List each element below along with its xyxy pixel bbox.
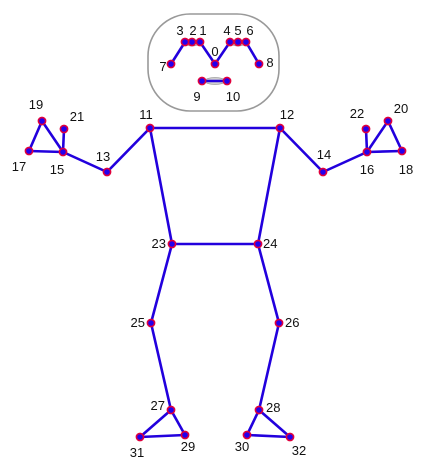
joint-26: [274, 318, 284, 328]
landmark-label-6: 6: [246, 23, 253, 38]
landmark-label-7: 7: [159, 59, 166, 74]
bone-11-23: [148, 126, 174, 246]
bone-29-31: [138, 433, 187, 439]
bone-25-27: [149, 321, 173, 412]
landmark-label-3: 3: [176, 23, 183, 38]
landmark-label-14: 14: [317, 147, 331, 162]
landmark-label-28: 28: [266, 400, 280, 415]
landmark-label-19: 19: [29, 97, 43, 112]
joint-30: [242, 430, 252, 440]
joint-14: [318, 167, 328, 177]
landmark-label-21: 21: [70, 109, 84, 124]
joint-27: [166, 405, 176, 415]
landmark-joints: [24, 37, 407, 442]
landmark-label-27: 27: [151, 398, 165, 413]
joint-7: [166, 59, 176, 69]
joint-17: [24, 146, 34, 156]
skeleton-connections: [27, 40, 404, 439]
bone-24-26: [256, 242, 281, 325]
landmark-label-25: 25: [131, 315, 145, 330]
bone-14-16: [321, 150, 369, 174]
landmark-label-32: 32: [292, 443, 306, 458]
bone-28-32: [257, 408, 292, 439]
joint-0: [210, 59, 220, 69]
joint-29: [180, 430, 190, 440]
landmark-label-31: 31: [130, 445, 144, 460]
joint-20: [383, 116, 393, 126]
joint-19: [37, 116, 47, 126]
landmark-label-30: 30: [235, 439, 249, 454]
joint-31: [135, 432, 145, 442]
bone-0-4: [213, 40, 232, 66]
joint-16: [362, 147, 372, 157]
bone-16-18: [365, 149, 404, 154]
joint-10: [222, 76, 232, 86]
landmark-label-10: 10: [226, 89, 240, 104]
bone-16-20: [365, 119, 390, 154]
joint-3: [180, 37, 190, 47]
bone-13-15: [61, 150, 109, 174]
bone-30-32: [245, 433, 292, 439]
joint-11: [145, 123, 155, 133]
joint-15: [58, 147, 68, 157]
landmark-label-0: 0: [211, 44, 218, 59]
joint-25: [146, 318, 156, 328]
landmark-label-4: 4: [223, 23, 230, 38]
landmark-label-24: 24: [263, 236, 277, 251]
landmark-label-29: 29: [181, 439, 195, 454]
joint-32: [285, 432, 295, 442]
joint-24: [253, 239, 263, 249]
joint-4: [225, 37, 235, 47]
landmark-label-8: 8: [266, 55, 273, 70]
landmark-label-5: 5: [234, 23, 241, 38]
landmark-label-2: 2: [189, 23, 196, 38]
bone-27-29: [169, 408, 187, 437]
joint-22: [361, 124, 371, 134]
landmark-label-26: 26: [285, 315, 299, 330]
landmark-label-18: 18: [399, 162, 413, 177]
landmark-label-23: 23: [152, 236, 166, 251]
bone-27-31: [138, 408, 173, 439]
bone-12-24: [256, 126, 282, 246]
landmark-label-20: 20: [394, 101, 408, 116]
landmark-label-9: 9: [193, 89, 200, 104]
bone-26-28: [257, 321, 281, 412]
landmark-label-1: 1: [199, 23, 206, 38]
bone-18-20: [386, 119, 404, 153]
joint-1: [195, 37, 205, 47]
joint-13: [102, 167, 112, 177]
bone-23-25: [149, 242, 174, 325]
landmark-label-15: 15: [50, 162, 64, 177]
bone-15-17: [27, 149, 65, 154]
joint-28: [254, 405, 264, 415]
landmark-label-12: 12: [280, 107, 294, 122]
landmark-label-22: 22: [350, 106, 364, 121]
landmark-label-16: 16: [360, 162, 374, 177]
bone-11-13: [105, 126, 152, 174]
bone-17-19: [27, 119, 44, 153]
landmark-label-17: 17: [12, 159, 26, 174]
bone-15-19: [40, 119, 65, 154]
joint-6: [241, 37, 251, 47]
joint-23: [167, 239, 177, 249]
landmark-label-11: 11: [139, 107, 153, 122]
joint-2: [187, 37, 197, 47]
bone-28-30: [245, 408, 261, 437]
joint-18: [397, 146, 407, 156]
bone-12-14: [278, 126, 325, 174]
joint-12: [275, 123, 285, 133]
joint-8: [254, 59, 264, 69]
bone-0-1: [198, 40, 217, 66]
joint-9: [197, 76, 207, 86]
joint-5: [233, 37, 243, 47]
joint-21: [59, 124, 69, 134]
landmark-label-13: 13: [96, 149, 110, 164]
